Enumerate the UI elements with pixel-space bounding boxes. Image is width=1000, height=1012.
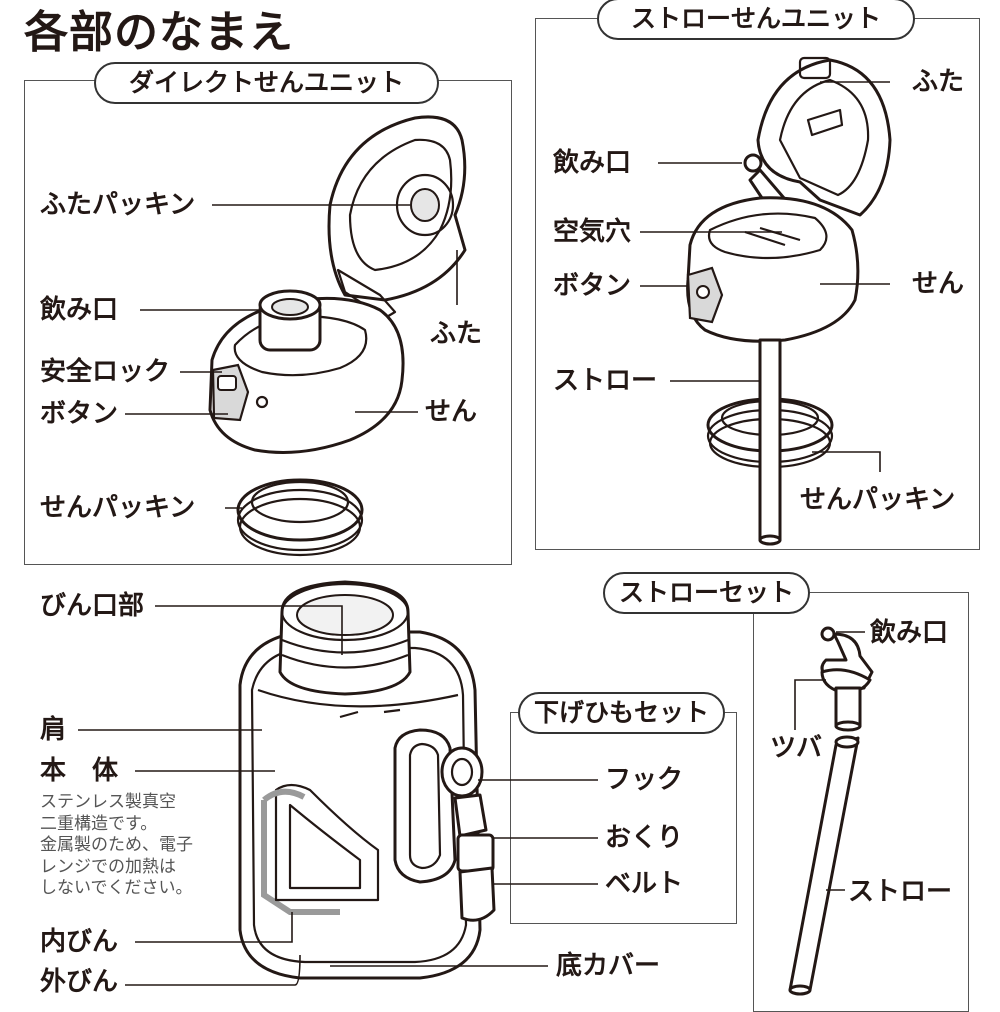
leader-flange — [794, 679, 826, 730]
straw-stopper-drawing — [686, 196, 860, 343]
label-lid: ふた — [430, 319, 483, 349]
direct-gasket-drawing — [236, 478, 364, 557]
leader-inner-bottle — [135, 912, 293, 943]
label-air-hole: 空気穴 — [553, 217, 632, 247]
section-straw-set: ストローセット — [603, 572, 810, 614]
straw-lid-drawing — [756, 56, 892, 217]
label-stopper: せん — [425, 397, 478, 427]
label-shoulder: 肩 — [40, 715, 67, 745]
body-note-line: ステンレス製真空 — [40, 792, 176, 812]
label-outer-bottle: 外びん — [40, 967, 119, 997]
label-flange: ツバ — [770, 733, 823, 763]
label-body: 本 体 — [40, 756, 119, 786]
label-safety-lock: 安全ロック — [40, 357, 171, 387]
strap-drawing — [393, 728, 496, 922]
label-straw-mouthpiece: 飲み口 — [553, 148, 632, 178]
body-note: ステンレス製真空 二重構造です。 金属製のため、電子 レンジでの加熱は しないで… — [40, 792, 193, 900]
straw-set-drawing — [788, 626, 874, 996]
straw-tube-drawing — [758, 338, 782, 546]
label-lid-gasket: ふたパッキン — [40, 190, 196, 220]
bottle-body-drawing — [238, 580, 482, 980]
label-stopper-gasket: せんパッキン — [40, 493, 196, 523]
label-bottom-cover: 底カバー — [556, 951, 661, 981]
label-set-mouthpiece: 飲み口 — [870, 618, 949, 648]
body-note-line: 二重構造です。 — [40, 813, 158, 834]
body-note-line: しないでください。 — [40, 878, 193, 898]
label-belt: ベルト — [605, 869, 684, 899]
section-strap-set: 下げひもセット — [518, 692, 725, 734]
label-straw-gasket: せんパッキン — [800, 485, 956, 515]
body-note-line: 金属製のため、電子 — [40, 835, 193, 855]
label-straw-button: ボタン — [553, 271, 632, 301]
section-direct-unit: ダイレクトせんユニット — [94, 62, 439, 104]
leader-bottle-mouth — [155, 605, 343, 655]
body-note-line: レンジでの加熱は — [40, 856, 176, 877]
leader-outer-bottle — [125, 954, 301, 986]
label-mouthpiece: 飲み口 — [40, 295, 119, 325]
label-straw-stopper: せん — [912, 269, 965, 299]
label-button: ボタン — [40, 399, 119, 429]
label-loop: おくり — [605, 823, 684, 853]
direct-stopper-drawing — [208, 289, 405, 454]
label-straw: ストロー — [553, 366, 658, 396]
section-straw-unit: ストローせんユニット — [597, 0, 915, 40]
label-straw-lid: ふた — [912, 67, 965, 97]
label-hook: フック — [605, 765, 684, 795]
label-set-straw: ストロー — [848, 877, 953, 907]
label-bottle-mouth: びん口部 — [40, 591, 145, 621]
label-inner-bottle: 内びん — [40, 927, 119, 957]
leader-straw-gasket — [812, 451, 881, 472]
page-title: 各部のなまえ — [24, 7, 294, 58]
direct-lid-drawing — [327, 115, 467, 320]
